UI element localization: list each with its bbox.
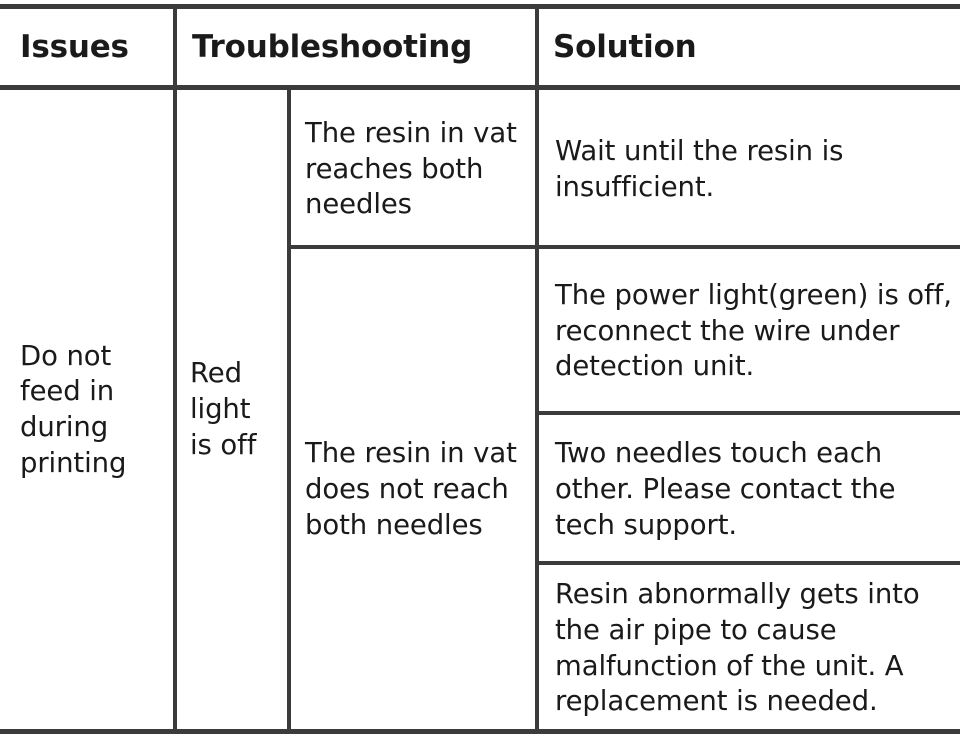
issues-column-border	[173, 4, 177, 733]
header-issues-label: Issues	[20, 28, 129, 65]
table-top-border	[0, 4, 960, 9]
trouble-item-2-text: The resin in vat does not reach both nee…	[305, 437, 517, 541]
table-cell-issue: Do not feed in during printing	[20, 90, 170, 730]
solution-3-text: Two needles touch each other. Please con…	[555, 437, 896, 541]
table-bottom-border	[0, 729, 960, 734]
table-cell-solution-1: Wait until the resin is insufficient.	[555, 92, 955, 247]
solution-row-divider-3	[535, 561, 960, 565]
solution-1-text: Wait until the resin is insufficient.	[555, 134, 844, 203]
trouble-subcolumn-border	[287, 89, 291, 733]
trouble-group-text: Red light is off	[190, 357, 257, 461]
header-troubleshooting: Troubleshooting	[192, 8, 527, 86]
table-cell-trouble-group: Red light is off	[190, 90, 282, 730]
table-cell-trouble-2: The resin in vat does not reach both nee…	[305, 250, 530, 730]
header-bottom-border	[0, 85, 960, 90]
header-solution-label: Solution	[553, 28, 697, 65]
issue-text: Do not feed in during printing	[20, 339, 127, 479]
solution-4-text: Resin abnormally gets into the air pipe …	[555, 578, 920, 718]
solution-2-text: The power light(green) is off, reconnect…	[555, 278, 952, 383]
table-cell-trouble-1: The resin in vat reaches both needles	[305, 92, 530, 247]
header-solution: Solution	[553, 8, 953, 86]
header-troubleshooting-label: Troubleshooting	[192, 28, 473, 65]
trouble-row-divider-1	[287, 245, 960, 249]
table-cell-solution-2: The power light(green) is off, reconnect…	[555, 250, 955, 413]
table-cell-solution-4: Resin abnormally gets into the air pipe …	[555, 567, 955, 730]
solution-row-divider-2	[535, 411, 960, 415]
table-cell-solution-3: Two needles touch each other. Please con…	[555, 417, 955, 563]
header-issues: Issues	[20, 8, 170, 86]
solution-column-border	[535, 4, 539, 733]
trouble-item-1-text: The resin in vat reaches both needles	[305, 116, 517, 221]
